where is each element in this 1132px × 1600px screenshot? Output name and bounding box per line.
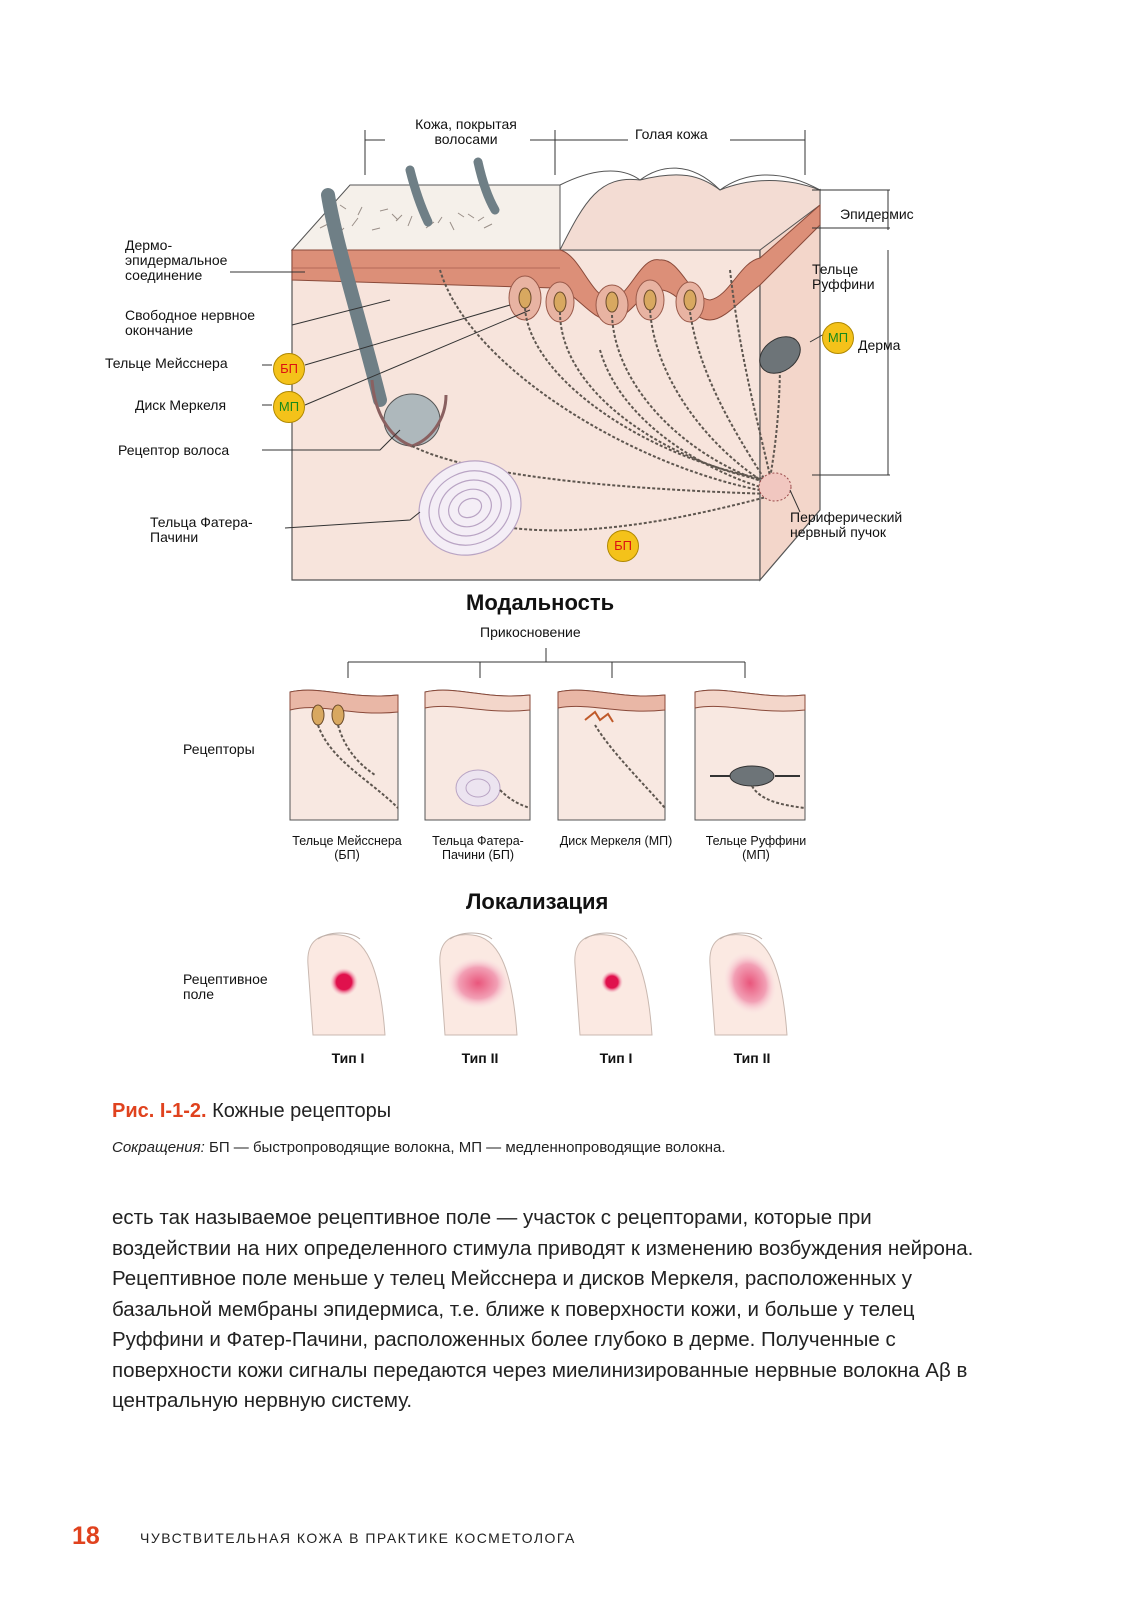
badge-mp-ruffini: МП xyxy=(822,322,854,354)
badge-mp-merkel: МП xyxy=(273,391,305,423)
localization-title: Локализация xyxy=(466,889,609,914)
label-glabrous-skin: Голая кожа xyxy=(635,126,708,142)
label-meissner: Тельце Мейсснера xyxy=(105,355,228,371)
type-label-3: Тип I xyxy=(599,1050,633,1066)
body-text: есть так называемое рецептивное поле — у… xyxy=(112,1206,974,1412)
modality-title: Модальность xyxy=(466,590,615,615)
body-paragraph: есть так называемое рецептивное поле — у… xyxy=(112,1203,992,1417)
type-label-2: Тип II xyxy=(461,1050,499,1066)
type-label-1: Тип I xyxy=(331,1050,365,1066)
type-label-4: Тип II xyxy=(733,1050,771,1066)
label-ruffini: Тельце Руффини xyxy=(812,261,875,292)
figure-number: Рис. I-1-2. xyxy=(112,1100,207,1122)
badge-bp-meissner: БП xyxy=(273,353,305,385)
label-nerve-bundle: Периферический нервный пучок xyxy=(790,509,903,540)
label-dermis: Дерма xyxy=(858,337,901,353)
abbreviations: Сокращения: БП — быстропроводящие волокн… xyxy=(112,1139,726,1156)
label-hair-receptor: Рецептор волоса xyxy=(118,442,230,458)
label-pacini: Тельца Фатера-Пачини xyxy=(150,514,253,545)
abbr-label: Сокращения: xyxy=(112,1139,205,1156)
receptors-label: Рецепторы xyxy=(183,741,255,757)
receptor-caption-pacini: Тельца Фатера-Пачини (БП) xyxy=(432,834,524,862)
label-hairy-skin: Кожа, покрытая волосами xyxy=(415,116,517,147)
label-free-ending: Свободное нервное окончание xyxy=(125,307,256,338)
figure-caption: Рис. I-1-2. Кожные рецепторы xyxy=(112,1100,391,1123)
fingertips xyxy=(307,932,788,1036)
receptive-field-label: Рецептивное поле xyxy=(183,971,268,1002)
abbr-text: БП — быстропроводящие волокна, МП — медл… xyxy=(209,1139,726,1156)
badge-bp-pacini: БП xyxy=(607,530,639,562)
touch-label: Прикосновение xyxy=(480,624,581,640)
receptor-caption-meissner: Тельце Мейсснера (БП) xyxy=(292,834,402,862)
modality-diagram xyxy=(289,648,806,821)
skin-diagram xyxy=(230,130,890,582)
page-number: 18 xyxy=(72,1522,100,1550)
figure-title: Кожные рецепторы xyxy=(212,1100,392,1122)
receptor-caption-merkel: Диск Меркеля (МП) xyxy=(559,834,673,848)
receptor-caption-ruffini: Тельце Руффини (МП) xyxy=(705,834,807,862)
running-title: ЧУВСТВИТЕЛЬНАЯ КОЖА В ПРАКТИКЕ КОСМЕТОЛО… xyxy=(140,1530,576,1546)
label-junction: Дермо-эпидермальное соединение xyxy=(125,237,228,283)
label-epidermis: Эпидермис xyxy=(840,206,914,222)
label-merkel: Диск Меркеля xyxy=(135,397,227,413)
